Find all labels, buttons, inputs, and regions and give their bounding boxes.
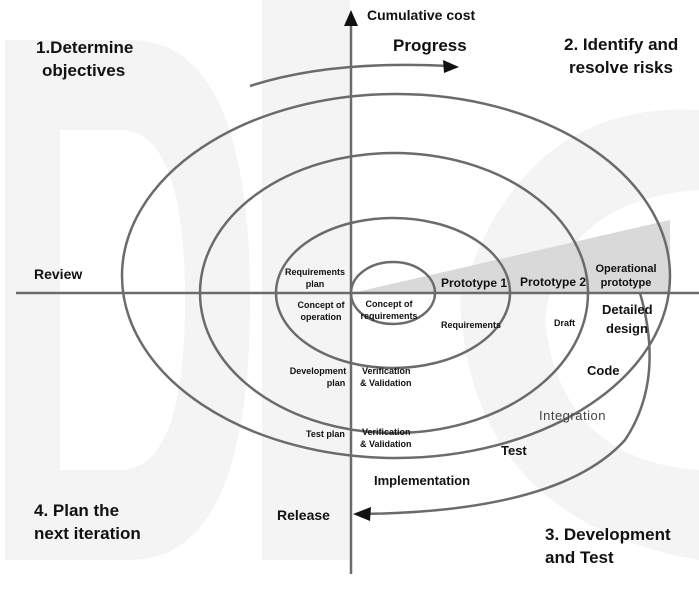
quadrant-1-title-line1: 1.Determine <box>36 38 133 57</box>
quadrant-2-title-line2: resolve risks <box>569 58 673 77</box>
quadrant-3-title-line2: and Test <box>545 548 614 567</box>
y-axis-label: Cumulative cost <box>367 7 475 23</box>
test-plan-label: Test plan <box>306 429 345 439</box>
development-plan-label-line2: plan <box>327 378 346 388</box>
concept-of-operation-label-line1: Concept of <box>298 300 346 310</box>
requirements-plan-label-line2: plan <box>306 279 325 289</box>
operational-prototype-label-line2: prototype <box>601 277 652 289</box>
progress-arrowhead <box>443 60 459 73</box>
development-plan-label-line1: Development <box>290 366 347 376</box>
test-label: Test <box>501 443 527 458</box>
quadrant-4-title-line1: 4. Plan the <box>34 501 119 520</box>
progress-arc <box>249 63 449 88</box>
verification-validation-2-label-line1: Verification <box>362 427 411 437</box>
release-arrowhead <box>353 507 371 521</box>
verification-validation-2-label-line2: & Validation <box>360 439 412 449</box>
quadrant-3-title-line1: 3. Development <box>545 525 671 544</box>
quadrant-1-title-line2: objectives <box>42 61 125 80</box>
code-label: Code <box>587 363 620 378</box>
integration-label: Integration <box>539 408 606 423</box>
quadrant-2-title-line1: 2. Identify and <box>564 35 678 54</box>
concept-of-operation-label-line2: operation <box>300 312 341 322</box>
verification-validation-1-label-line2: & Validation <box>360 378 412 388</box>
y-axis-arrowhead <box>344 10 358 26</box>
requirements-label: Requirements <box>441 320 501 330</box>
detailed-design-label-line1: Detailed <box>602 302 653 317</box>
progress-label: Progress <box>393 36 467 55</box>
outer-spiral-arc <box>359 292 651 516</box>
risk-analysis-wedge <box>352 220 670 293</box>
prototype-2-label: Prototype 2 <box>520 275 586 289</box>
draft-label: Draft <box>554 318 575 328</box>
concept-of-requirements-label-line2: requirements <box>360 311 417 321</box>
detailed-design-label-line2: design <box>606 321 648 336</box>
release-label: Release <box>277 507 330 523</box>
operational-prototype-label-line1: Operational <box>595 263 656 275</box>
loop-4 <box>120 92 672 460</box>
concept-of-requirements-label-line1: Concept of <box>366 299 414 309</box>
verification-validation-1-label-line1: Verification <box>362 366 411 376</box>
requirements-plan-label-line1: Requirements <box>285 267 345 277</box>
review-label: Review <box>34 266 82 282</box>
implementation-label: Implementation <box>374 473 470 488</box>
prototype-1-label: Prototype 1 <box>441 276 507 290</box>
quadrant-4-title-line2: next iteration <box>34 524 141 543</box>
